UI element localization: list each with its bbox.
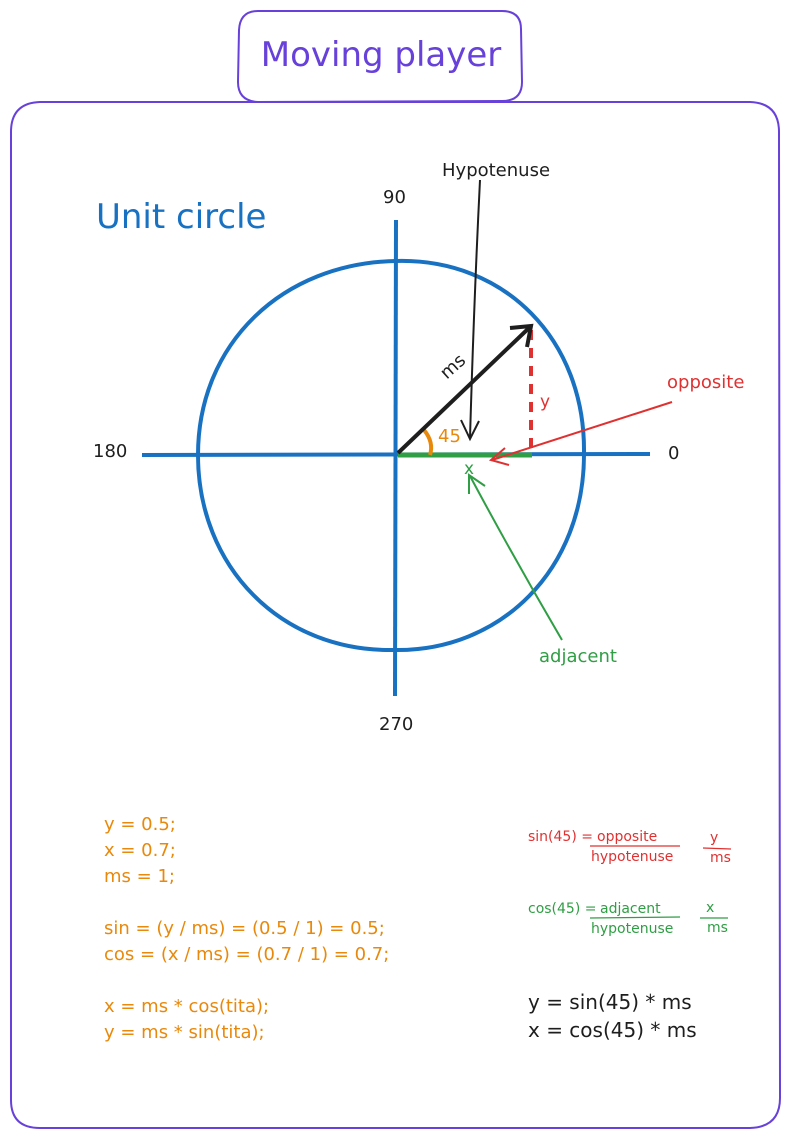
code-line-x: x = 0.7; <box>104 840 176 861</box>
y-equation: y = sin(45) * ms <box>528 990 692 1014</box>
sin-formula-numerator: opposite <box>597 829 658 845</box>
vertical-axis <box>393 219 398 697</box>
hypotenuse-pointer-head <box>460 419 480 442</box>
code-line-y: y = 0.5; <box>104 814 176 835</box>
unit-circle-heading: Unit circle <box>96 197 267 237</box>
cos-formula-denominator: hypotenuse <box>591 921 674 937</box>
sin-small-fraction-bar <box>702 847 732 850</box>
hypotenuse-label: Hypotenuse <box>442 160 551 181</box>
page-title: Moving player <box>260 35 502 75</box>
code-line-sin: sin = (y / ms) = (0.5 / 1) = 0.5; <box>104 918 385 939</box>
cos-formula-lhs: cos(45) = <box>528 901 597 917</box>
x-label: x <box>464 459 475 479</box>
opposite-pointer <box>491 401 673 461</box>
axis-label-270: 270 <box>379 714 414 735</box>
sin-fraction-numerator: y <box>710 830 719 846</box>
ms-vector <box>396 325 532 455</box>
axis-label-0: 0 <box>668 443 680 464</box>
axis-label-90: 90 <box>383 187 406 208</box>
code-line-y-calc: y = ms * sin(tita); <box>104 1022 265 1043</box>
code-line-ms: ms = 1; <box>104 866 175 887</box>
cos-fraction-denominator: ms <box>707 920 728 936</box>
adjacent-pointer-head <box>468 473 486 494</box>
x-equation: x = cos(45) * ms <box>528 1018 697 1042</box>
adjacent-label: adjacent <box>539 646 617 667</box>
code-line-cos: cos = (x / ms) = (0.7 / 1) = 0.7; <box>104 944 390 965</box>
hypotenuse-pointer <box>469 179 481 439</box>
sin-formula-denominator: hypotenuse <box>591 849 674 865</box>
cos-formula-numerator: adjacent <box>600 901 661 917</box>
y-label: y <box>540 392 551 412</box>
main-frame <box>10 101 782 1129</box>
cos-fraction-bar <box>589 916 681 919</box>
ms-vector-arrowhead <box>509 323 534 348</box>
sin-formula-lhs: sin(45) = <box>528 829 593 845</box>
opposite-pointer-head <box>488 447 510 466</box>
cos-fraction-numerator: x <box>706 900 715 916</box>
angle-label: 45 <box>438 426 461 447</box>
axis-label-180: 180 <box>93 441 128 462</box>
adjacent-pointer <box>469 475 563 641</box>
code-line-x-calc: x = ms * cos(tita); <box>104 996 270 1017</box>
angle-arc <box>422 428 434 456</box>
sin-fraction-denominator: ms <box>710 850 731 866</box>
opposite-label: opposite <box>667 372 745 393</box>
